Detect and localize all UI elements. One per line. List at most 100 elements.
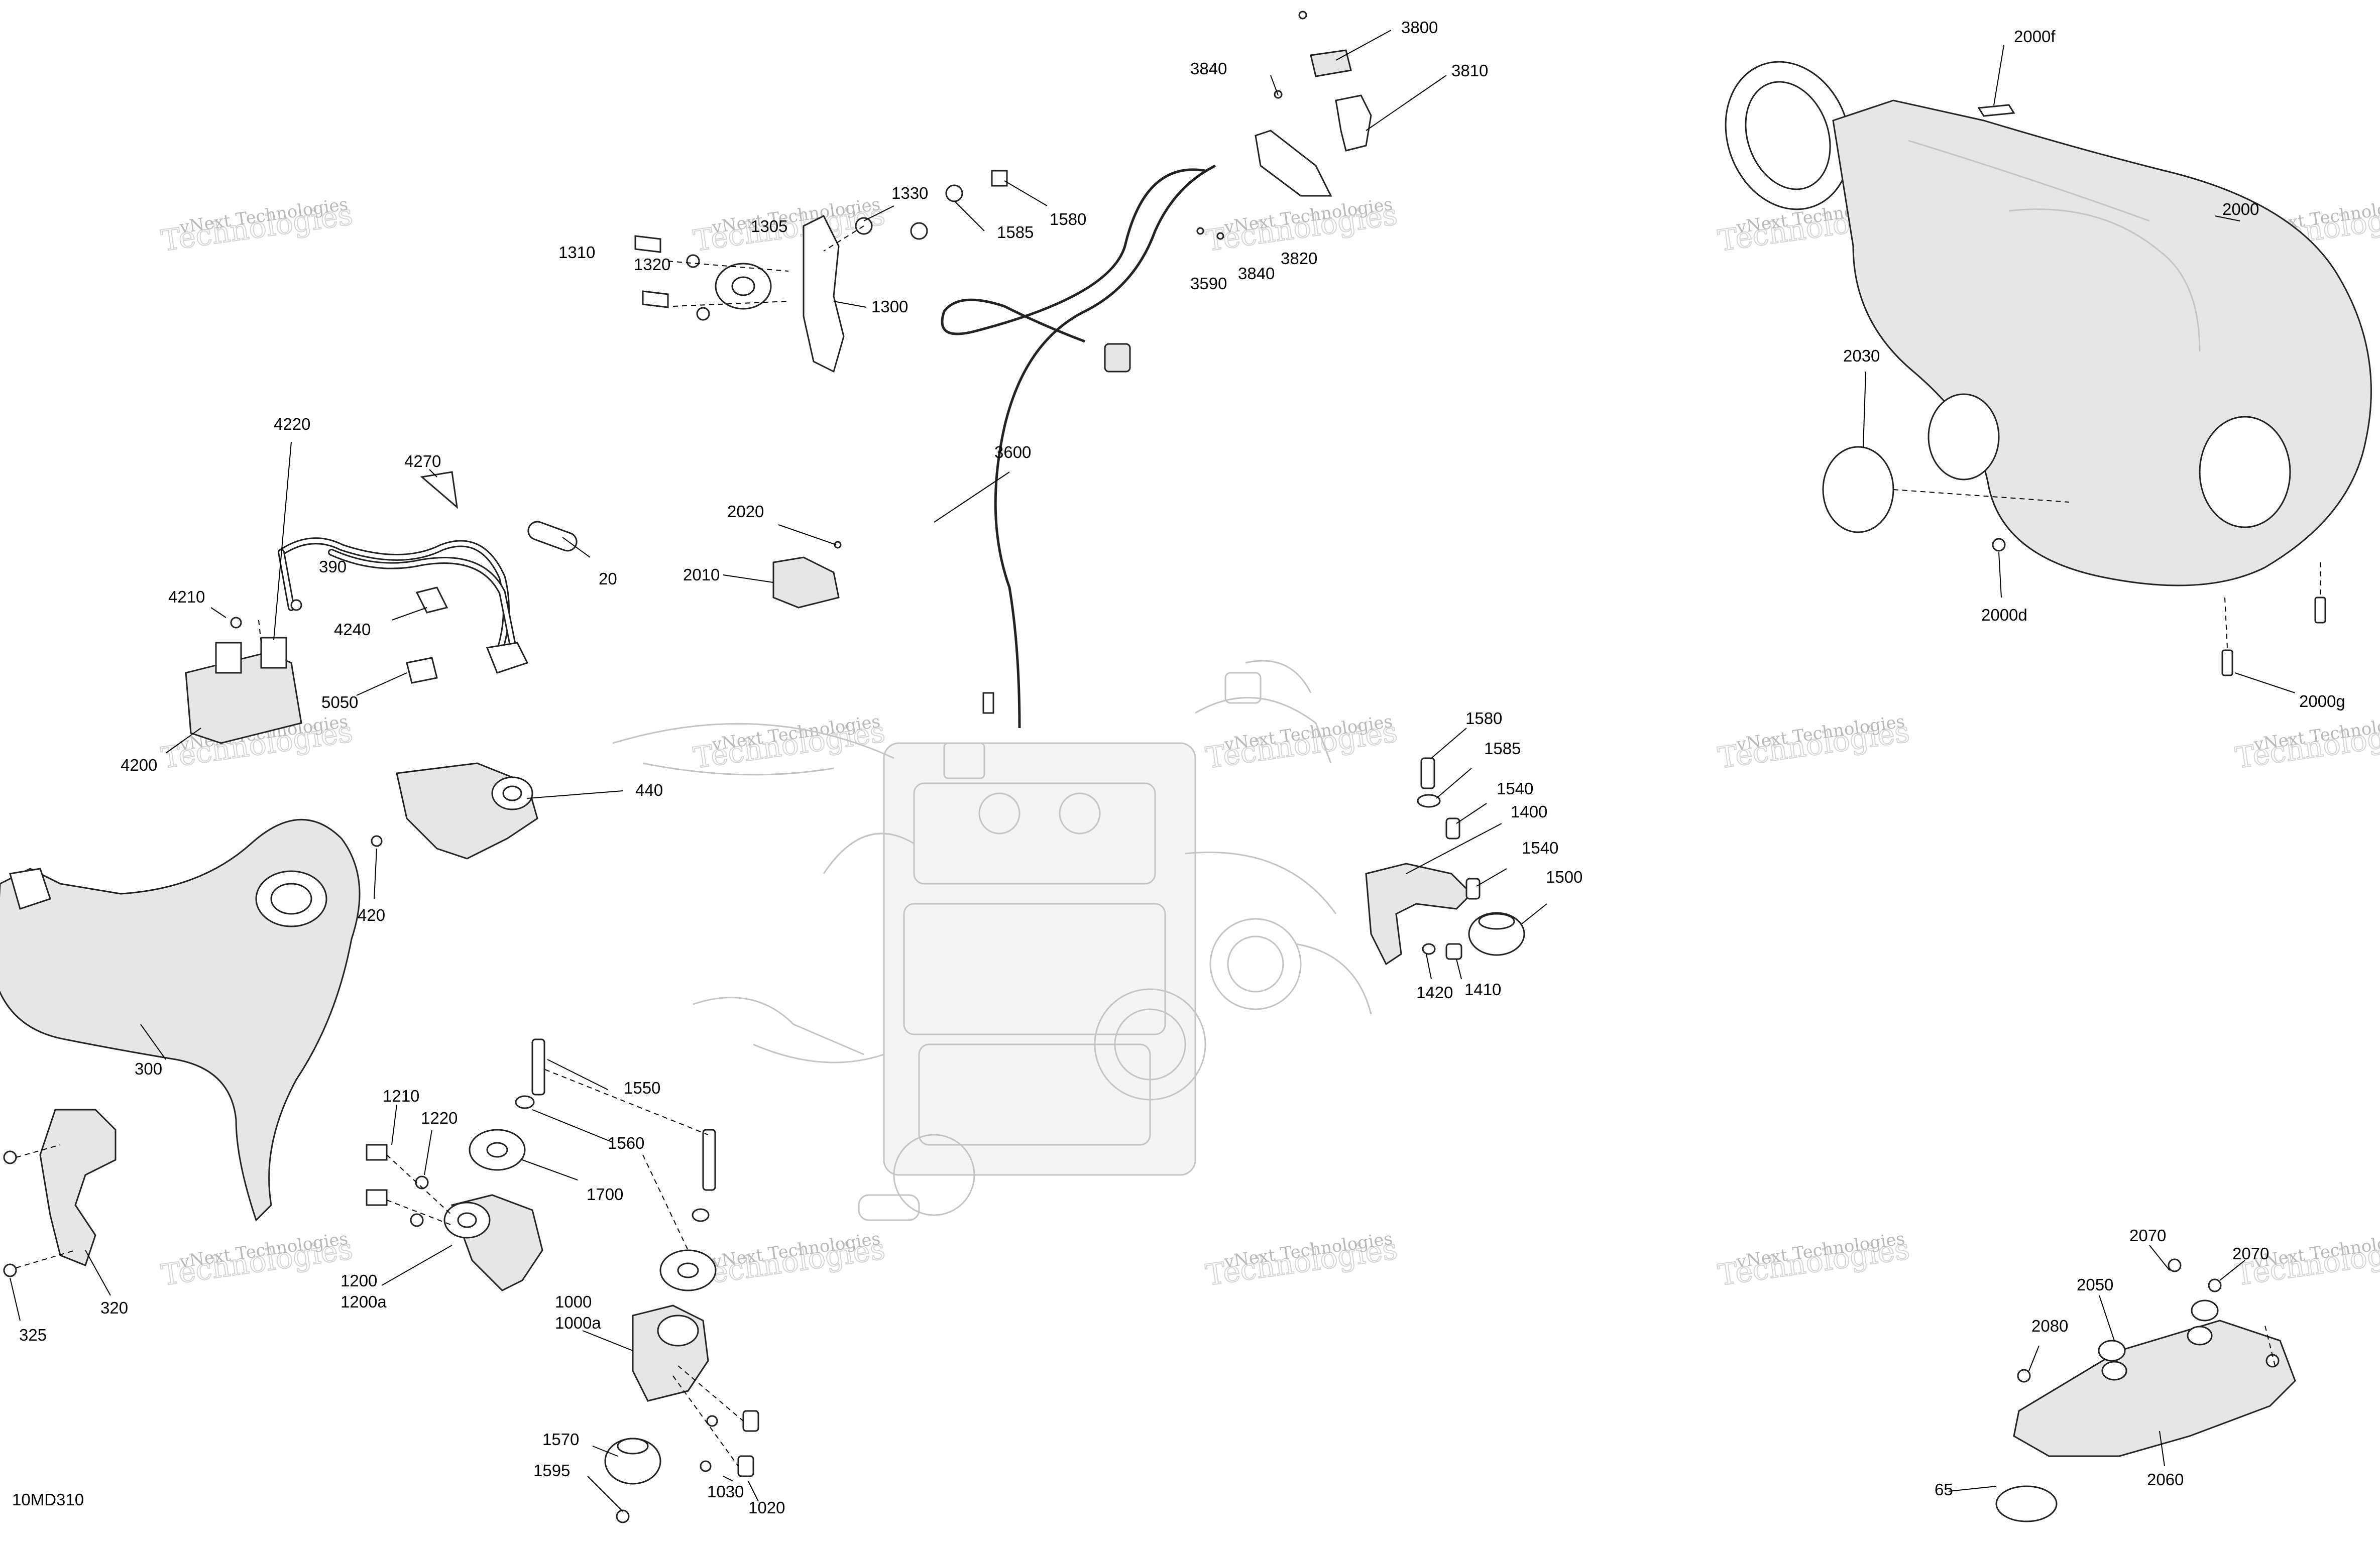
callout: 1305 <box>751 217 787 235</box>
watermark: Technologies vNext Technologies <box>159 1229 356 1293</box>
callout: 4270 <box>404 452 441 470</box>
callout: 1550 <box>624 1079 660 1097</box>
callout: 2030 <box>1843 346 1880 365</box>
callout: 2000g <box>2299 692 2345 710</box>
mount-bracket-1300 <box>803 214 845 373</box>
clip-3810 <box>1335 94 1372 152</box>
watermark: Technologies vNext Technologies <box>1203 194 1400 259</box>
sensor-2010-group <box>723 524 842 609</box>
mount-1400-group <box>1365 728 1547 980</box>
callout: 1330 <box>891 184 928 202</box>
actuator-440-group <box>371 762 623 899</box>
callout: 2000d <box>1981 606 2027 624</box>
callout: 420 <box>358 906 385 924</box>
diagram-id: 10MD310 <box>12 1490 84 1509</box>
watermark: Technologies vNext Technologies <box>1203 1229 1400 1293</box>
watermark: Technologies vNext Technologies <box>1203 711 1400 776</box>
callout: 4210 <box>168 587 205 606</box>
ignition-group <box>165 441 591 754</box>
tray-2060 <box>2013 1320 2296 1457</box>
callout: 20 <box>599 569 617 588</box>
callout: 3840 <box>1190 59 1227 78</box>
callout: 1585 <box>997 223 1034 242</box>
callout: 2000 <box>2222 200 2259 218</box>
mount-bracket-1400 <box>1365 863 1473 966</box>
callout: 1020 <box>748 1498 785 1517</box>
watermark: Technologies vNext Technologies <box>691 1229 888 1293</box>
callout: 2070 <box>2232 1244 2269 1263</box>
callout: 3810 <box>1451 61 1488 80</box>
callout: 1220 <box>421 1109 458 1127</box>
callout: 2050 <box>2077 1275 2113 1294</box>
callout: 1210 <box>383 1087 419 1105</box>
callout: 1300 <box>871 297 908 316</box>
callout: 1700 <box>587 1185 623 1204</box>
cable-bracket-group <box>1196 11 1447 240</box>
callout: 1000a <box>555 1314 601 1332</box>
callout: 1030 <box>707 1482 744 1501</box>
callout: 3800 <box>1401 18 1438 37</box>
support-bracket <box>1255 130 1332 197</box>
callout: 1580 <box>1465 709 1502 728</box>
grommet-4270 <box>420 471 459 509</box>
callout: 1540 <box>1497 779 1533 798</box>
callout: 4200 <box>121 756 157 774</box>
bracket-320 <box>39 1109 117 1266</box>
connector <box>1104 343 1131 373</box>
callout: 65 <box>1935 1480 1953 1499</box>
engine-ghost <box>612 660 1372 1221</box>
callout: 1000 <box>555 1292 592 1311</box>
watermark: Technologies vNext Technologies <box>1716 711 1912 776</box>
air-intake-2000-group <box>1725 45 2372 693</box>
callout: 3600 <box>994 443 1031 461</box>
callout: 2000f <box>2014 27 2056 46</box>
callout: 2010 <box>683 565 720 584</box>
callout: 1595 <box>533 1461 570 1480</box>
clip-4240 <box>415 586 448 614</box>
callout: 1310 <box>558 243 595 262</box>
callout: 1420 <box>1416 983 1453 1002</box>
callout: 4240 <box>334 620 371 639</box>
mount-1000-group <box>582 1304 759 1523</box>
watermark: Technologies vNext Technologies <box>159 194 356 259</box>
callout: 2020 <box>727 502 764 521</box>
callout: 390 <box>319 557 347 576</box>
mount-1300-group <box>634 170 1048 373</box>
clip-5050 <box>406 657 438 684</box>
mount-1200-group <box>366 1104 543 1291</box>
watermark: Technologies vNext Technologies <box>2233 711 2380 776</box>
grommet-2050 <box>2098 1340 2126 1362</box>
plug-65 <box>1995 1485 2058 1522</box>
callout: 1570 <box>542 1430 579 1449</box>
watermark: Technologies vNext Technologies <box>1716 1229 1912 1293</box>
tray-2060-group <box>1948 1245 2296 1522</box>
callout: 3820 <box>1281 249 1317 268</box>
air-box-2000 <box>1832 99 2372 586</box>
sensor-2010 <box>772 556 840 609</box>
mount-1550-group <box>469 1038 717 1291</box>
callout: 325 <box>19 1326 47 1344</box>
tab-2000f <box>1977 104 2015 117</box>
callout: 3590 <box>1190 274 1227 293</box>
callout: 1200 <box>341 1271 377 1290</box>
sleeve-20 <box>527 521 578 552</box>
callout: 1200a <box>341 1292 387 1311</box>
bracket-3800 <box>1310 49 1352 77</box>
callout: 3840 <box>1238 264 1275 283</box>
callout: 1400 <box>1511 802 1547 821</box>
callout: 4220 <box>274 415 310 433</box>
callout: 2070 <box>2129 1226 2166 1245</box>
callout: 2060 <box>2147 1470 2184 1489</box>
callout: 1320 <box>634 255 670 274</box>
callout: 2080 <box>2031 1317 2068 1335</box>
callout: 1410 <box>1464 980 1501 999</box>
callout: 1585 <box>1484 739 1521 758</box>
throttle-cable <box>994 164 1216 729</box>
bolt-1550 <box>531 1038 545 1096</box>
callout: 1540 <box>1522 839 1558 857</box>
callout: 320 <box>100 1298 128 1317</box>
callout: 1560 <box>608 1134 644 1152</box>
clamp-2030 <box>1822 446 1894 533</box>
callout: 1500 <box>1546 868 1582 886</box>
